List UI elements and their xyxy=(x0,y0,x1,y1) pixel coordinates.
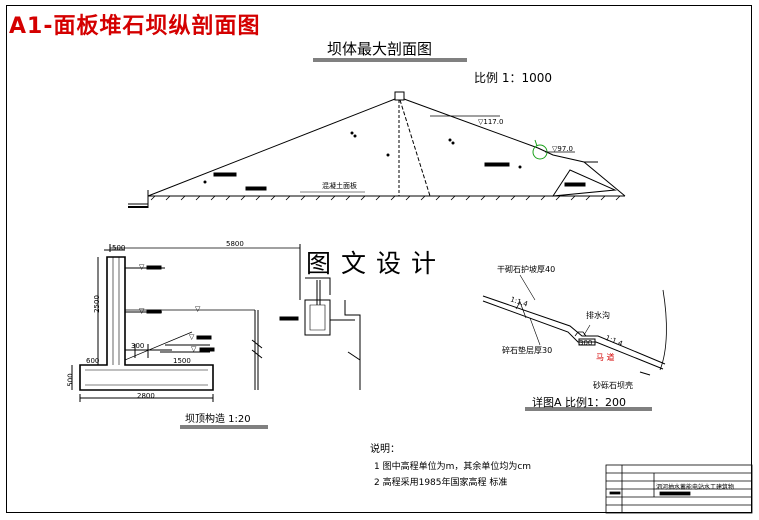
dim-300: 300 xyxy=(131,342,145,350)
max-section-title: 坝体最大剖面图 xyxy=(327,40,433,58)
title-block xyxy=(605,464,753,514)
detail-label-gravel: 碎石垫层厚30 xyxy=(502,346,553,355)
detail-a xyxy=(482,274,667,411)
detail-label-riprap: 干砌石护坡厚40 xyxy=(497,265,556,274)
toe-drain xyxy=(552,169,617,197)
elevation-mark-4: ▽ xyxy=(191,345,197,353)
dim-base-width: 2800 xyxy=(137,392,155,400)
dim-500-base: 500 xyxy=(66,373,75,387)
water-level-berm: ▽97.0 xyxy=(552,145,573,153)
note-item: 1 图中高程单位为m，其余单位均为cm xyxy=(374,462,532,472)
crest-detail-title: 坝顶构造 1:20 xyxy=(185,414,251,425)
detail-a-title: 详图A 比例1：200 xyxy=(532,396,627,409)
detail-slope-top xyxy=(482,295,666,365)
detail-label-shell: 砂砾石坝壳 xyxy=(593,381,633,390)
detail-label-berm: 马 道 xyxy=(596,353,615,362)
sheet-frame xyxy=(6,5,752,513)
max-section-scale: 比例 1：1000 xyxy=(474,71,552,85)
water-level-upstream: ▽117.0 xyxy=(478,118,504,126)
dim-water-level: ▽ xyxy=(195,305,201,313)
elevation-mark-2: ▽ xyxy=(139,307,145,315)
drain-ditch xyxy=(574,331,587,337)
dim-1500: 1500 xyxy=(173,357,191,365)
dim-crest-top: 5800 xyxy=(226,240,244,248)
upstream-slope xyxy=(147,98,396,197)
foundation-hatch xyxy=(150,195,621,201)
dim-600: 600 xyxy=(86,357,100,365)
crest-detail xyxy=(71,244,361,429)
downstream-slope xyxy=(403,98,626,197)
dam-crest xyxy=(394,91,405,101)
elevation-mark-3: ▽ xyxy=(189,333,195,341)
notes-title: 说明： xyxy=(370,444,400,455)
watermark-text: 图文设计 xyxy=(306,249,447,278)
face-slab-label: 混凝土面板 xyxy=(322,182,357,190)
dim-wall-width: 500 xyxy=(112,244,126,252)
title-block-project: 泗河抽水蓄能电站水工建筑物 xyxy=(656,484,735,491)
note-item: 2 高程采用1985年国家高程 标准 xyxy=(374,478,508,488)
detail-a-marker xyxy=(532,144,548,160)
dim-wall-height: 2500 xyxy=(92,295,101,313)
detail-dim-300: 300 xyxy=(579,339,593,347)
detail-label-drain: 排水沟 xyxy=(586,311,610,320)
detail-slope-bottom xyxy=(482,300,664,370)
dam-max-section xyxy=(128,91,626,208)
elevation-mark-1: ▽ xyxy=(139,263,145,271)
drawing-title: A1-面板堆石坝纵剖面图 xyxy=(9,14,261,39)
drain-pipe xyxy=(304,299,331,336)
